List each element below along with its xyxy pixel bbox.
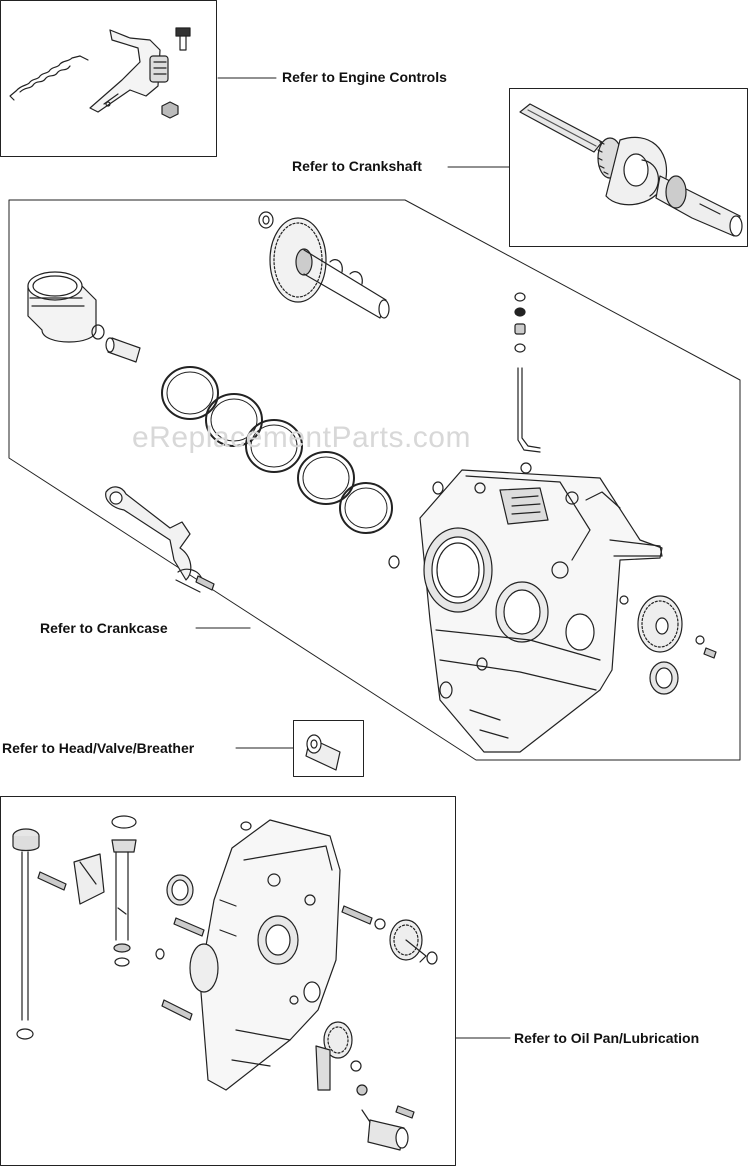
head-valve-breather-group — [293, 720, 364, 777]
dowel-pin — [432, 481, 444, 495]
oil-pump-gear — [315, 1021, 353, 1091]
oil-pump-oring — [350, 1060, 362, 1072]
valve-guide-part — [305, 734, 341, 771]
lever-nut — [161, 101, 179, 119]
rod-bolt — [195, 575, 215, 591]
crank-counterweight — [605, 136, 668, 206]
piston-pin — [105, 337, 141, 363]
piston-pin-clip — [91, 324, 105, 340]
dowel-pin — [388, 555, 400, 569]
oil-pan-bolt — [173, 917, 205, 937]
oil-pan-box — [0, 796, 456, 1166]
oil-pump-rotor — [356, 1084, 368, 1096]
governor-lever — [89, 29, 169, 113]
crankcase-body — [419, 469, 663, 753]
watermark-text: eReplacementParts.com — [132, 421, 471, 454]
oil-pickup-screen — [361, 1109, 409, 1151]
callout-oil-pan-lubrication[interactable]: Refer to Oil Pan/Lubrication — [514, 1030, 700, 1046]
pickup-bolt — [395, 1105, 415, 1119]
governor-shaft — [341, 905, 386, 930]
callout-crankshaft[interactable]: Refer to Crankshaft — [292, 158, 422, 174]
callout-head-valve-breather[interactable]: Refer to Head/Valve/Breather — [2, 740, 195, 756]
crankcase-panel — [8, 199, 741, 761]
callout-engine-controls[interactable]: Refer to Engine Controls — [282, 69, 447, 85]
dowel-pin — [155, 948, 165, 960]
crankcase-group — [8, 199, 741, 761]
dipstick-tube-bolt — [37, 871, 67, 891]
oil-pan-seal — [166, 874, 194, 906]
governor-gear — [637, 595, 683, 653]
camshaft — [258, 211, 390, 319]
callout-crankcase[interactable]: Refer to Crankcase — [40, 620, 168, 636]
pushrod-stack — [514, 292, 541, 453]
crankcase-oil-seal — [649, 661, 679, 695]
oil-seal-small — [520, 462, 532, 474]
dipstick — [12, 828, 40, 1040]
head-valve-breather-box — [293, 720, 364, 777]
dipstick-tube — [111, 815, 137, 967]
lever-bolt — [175, 27, 191, 51]
engine-controls-group — [0, 0, 217, 157]
piston-rings — [161, 366, 393, 534]
oil-pan-bolt — [161, 999, 193, 1021]
oil-pan-body — [189, 819, 341, 1091]
crankshaft-pto-end — [655, 175, 743, 237]
piston — [27, 271, 97, 343]
gear-shaft-bolt — [695, 635, 717, 659]
oil-pan-group — [0, 796, 456, 1166]
dipstick-bracket — [73, 853, 105, 905]
engine-controls-box — [0, 0, 217, 157]
connecting-rod — [105, 486, 215, 593]
governor-gear-assembly — [389, 919, 438, 965]
washer — [619, 595, 629, 605]
crankshaft-group — [509, 88, 748, 247]
governor-spring — [9, 55, 89, 101]
crankshaft-box — [509, 88, 748, 247]
